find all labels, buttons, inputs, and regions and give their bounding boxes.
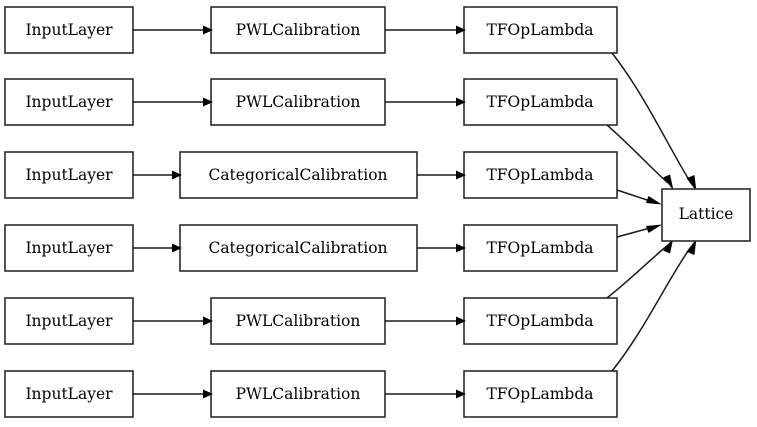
node-inputlayer-6-label: InputLayer (25, 385, 113, 403)
edge-input-4-to-calibration-4-arrowhead (172, 243, 182, 253)
node-calibration-4-label: CategoricalCalibration (208, 239, 387, 257)
node-inputlayer-6[interactable] (4, 370, 134, 418)
node-inputlayer-2-label: InputLayer (25, 93, 113, 111)
edge-lambda-2-to-lattice-arrowhead (663, 174, 674, 191)
node-lambda-6-label: TFOpLambda (486, 385, 593, 403)
edge-lambda-4-to-lattice (616, 227, 651, 238)
edge-lambda-2-to-lattice (606, 124, 669, 184)
node-calibration-1-label: PWLCalibration (236, 21, 361, 39)
edge-lambda-3-to-lattice-arrowhead (646, 196, 662, 205)
edge-lambda-1-to-lattice-arrowhead (686, 175, 697, 192)
node-inputlayer-1[interactable] (4, 6, 134, 54)
node-lambda-1-label: TFOpLambda (486, 21, 593, 39)
node-inputlayer-2[interactable] (4, 78, 134, 126)
node-inputlayer-5-label: InputLayer (25, 312, 113, 330)
node-inputlayer-1-label: InputLayer (25, 21, 113, 39)
edge-calibration-4-to-lambda-4-arrowhead (456, 243, 466, 253)
node-lambda-6[interactable] (463, 370, 618, 418)
edge-lambda-5-to-lattice (606, 244, 669, 299)
node-calibration-1[interactable] (210, 6, 386, 54)
edge-calibration-3-to-lambda-3-arrowhead (456, 170, 466, 180)
edge-lambda-6-to-lattice-arrowhead (686, 238, 697, 255)
edge-input-6-to-calibration-6-arrowhead (203, 389, 213, 399)
graph-row-3: InputLayer CategoricalCalibration TFOpLa… (4, 151, 662, 205)
edge-calibration-5-to-lambda-5-arrowhead (456, 316, 466, 326)
edge-calibration-2-to-lambda-2-arrowhead (456, 97, 466, 107)
node-lambda-5[interactable] (463, 297, 618, 345)
graph-row-6: InputLayer PWLCalibration TFOpLambda (4, 238, 697, 418)
node-lambda-4[interactable] (463, 224, 618, 272)
node-calibration-3-label: CategoricalCalibration (208, 166, 387, 184)
edge-input-5-to-calibration-5-arrowhead (203, 316, 213, 326)
edge-lambda-1-to-lattice (611, 52, 692, 184)
graph-row-4: InputLayer CategoricalCalibration TFOpLa… (4, 224, 662, 272)
node-lambda-1[interactable] (463, 6, 618, 54)
node-lattice[interactable] (661, 188, 751, 242)
node-lambda-4-label: TFOpLambda (486, 239, 593, 257)
node-inputlayer-5[interactable] (4, 297, 134, 345)
node-calibration-2-label: PWLCalibration (236, 93, 361, 111)
edge-lambda-3-to-lattice (616, 189, 651, 202)
edge-input-1-to-calibration-1-arrowhead (203, 25, 213, 35)
node-calibration-6-label: PWLCalibration (236, 385, 361, 403)
node-lambda-2-label: TFOpLambda (486, 93, 593, 111)
node-lambda-2[interactable] (463, 78, 618, 126)
graph-row-2: InputLayer PWLCalibration TFOpLambda (4, 78, 674, 191)
node-lambda-3-label: TFOpLambda (486, 166, 593, 184)
node-lambda-5-label: TFOpLambda (486, 312, 593, 330)
node-inputlayer-3-label: InputLayer (25, 166, 113, 184)
node-lattice-label: Lattice (679, 205, 734, 223)
node-inputlayer-4-label: InputLayer (25, 239, 113, 257)
node-inputlayer-3[interactable] (4, 151, 134, 199)
edge-input-3-to-calibration-3-arrowhead (172, 170, 182, 180)
edge-lambda-6-to-lattice (611, 246, 692, 372)
node-calibration-4[interactable] (179, 224, 418, 272)
graph-row-1: InputLayer PWLCalibration TFOpLambda (4, 6, 697, 192)
edge-lambda-4-to-lattice-arrowhead (646, 224, 662, 233)
edge-calibration-1-to-lambda-1-arrowhead (456, 25, 466, 35)
graph-row-5: InputLayer PWLCalibration TFOpLambda (4, 237, 674, 345)
node-calibration-5-label: PWLCalibration (236, 312, 361, 330)
edge-calibration-6-to-lambda-6-arrowhead (456, 389, 466, 399)
node-calibration-6[interactable] (210, 370, 386, 418)
edge-input-2-to-calibration-2-arrowhead (203, 97, 213, 107)
output-node-group: Lattice (661, 188, 751, 242)
